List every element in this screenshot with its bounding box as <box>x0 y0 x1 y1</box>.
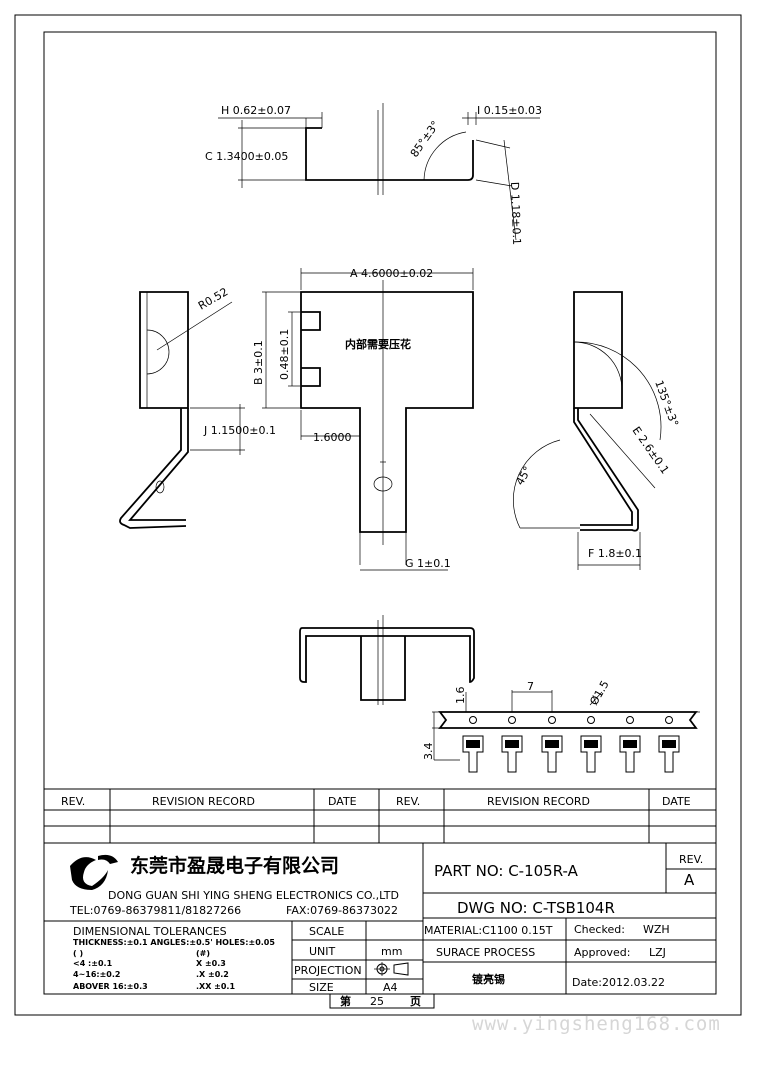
projection-symbol-icon <box>374 962 409 976</box>
pilot-hole <box>587 716 595 724</box>
date-header-2: DATE <box>662 795 691 808</box>
unit-value: mm <box>381 945 402 958</box>
terminal-tab <box>545 740 559 748</box>
company-name-cn: 东莞市盈晟电子有限公司 <box>130 854 339 877</box>
revision-table <box>43 788 717 844</box>
company-fax: FAX:0769-86373022 <box>286 904 398 917</box>
inner-frame <box>43 31 717 995</box>
angle-85-label: 85°±3° <box>408 118 442 159</box>
outer-frame <box>14 14 742 1016</box>
terminal-tab <box>466 740 480 748</box>
angle-135-label: 135°±3° <box>652 379 681 429</box>
unit-label: UNIT <box>309 945 336 958</box>
surface-process-label: SURACE PROCESS <box>436 946 535 959</box>
front-flat-view <box>262 268 474 571</box>
tolerances-col1-head: ( ) <box>73 949 83 958</box>
scale-label: SCALE <box>309 925 344 938</box>
strip-width-label: 3.4 <box>422 743 435 761</box>
tolerances-col2-head: (#) <box>196 949 210 958</box>
tolerance-r2c1: 4~16:±0.2 <box>73 970 120 979</box>
material: MATERIAL:C1100 0.15T <box>424 924 553 937</box>
top-profile-view <box>218 103 540 241</box>
dim-16-label: 1.6000 <box>313 431 352 444</box>
right-side-view <box>513 291 662 570</box>
dim-h-label: H 0.62±0.07 <box>221 104 291 117</box>
rev-label: REV. <box>679 853 703 866</box>
dim-c-label: C 1.3400±0.05 <box>205 150 288 163</box>
pilot-hole <box>626 716 634 724</box>
drawing-number: DWG NO: C-TSB104R <box>457 899 615 917</box>
carrier-strip-view <box>432 690 700 773</box>
rev-header-2: REV. <box>396 795 420 808</box>
pilot-hole <box>508 716 516 724</box>
strip-terminal <box>462 735 484 773</box>
pilot-hole <box>469 716 477 724</box>
dim-j-label: J 1.1500±0.1 <box>203 424 276 437</box>
strip-edge-label: 1.6 <box>454 687 467 705</box>
strip-terminal <box>580 735 602 773</box>
rev-value: A <box>684 871 695 889</box>
terminal-tab <box>662 740 676 748</box>
rev-header-1: REV. <box>61 795 85 808</box>
angle-45-label: 45° <box>513 464 534 487</box>
dim-g-label: G 1±0.1 <box>405 557 451 570</box>
page-suffix: 页 <box>410 995 421 1008</box>
dim-a-label: A 4.6000±0.02 <box>350 267 433 280</box>
terminal-tab <box>505 740 519 748</box>
terminal-tab <box>584 740 598 748</box>
dim-d-label: D 1.18±0.1 <box>508 182 523 246</box>
size-value: A4 <box>383 981 398 994</box>
company-name-en: DONG GUAN SHI YING SHENG ELECTRONICS CO.… <box>108 889 399 902</box>
strip-terminal <box>501 735 523 773</box>
pilot-hole <box>548 716 556 724</box>
tolerances-general: THICKNESS:±0.1 ANGLES:±0.5' HOLES:±0.05 <box>73 938 275 947</box>
dim-i-label: I 0.15±0.03 <box>477 104 542 117</box>
dim-f-label: F 1.8±0.1 <box>588 547 642 560</box>
approved-value: LZJ <box>649 946 666 959</box>
tolerance-r3c2: .XX ±0.1 <box>196 982 235 991</box>
dim-r-label: R0.52 <box>196 285 230 312</box>
checked-value: WZH <box>643 923 670 936</box>
dim-e-label: E 2.6±0.1 <box>630 424 672 476</box>
strip-terminal <box>619 735 641 773</box>
dim-048-label: 0.48±0.1 <box>278 329 291 380</box>
revision-record-header-1: REVISION RECORD <box>152 795 255 808</box>
size-label: SIZE <box>309 981 334 994</box>
company-tel: TEL:0769-86379811/81827266 <box>69 904 241 917</box>
title-block-grid <box>43 842 717 1009</box>
surface-process-value: 镀亮锡 <box>472 972 505 986</box>
bottom-view <box>299 615 475 705</box>
approved-label: Approved: <box>574 946 630 959</box>
checked-label: Checked: <box>574 923 625 936</box>
watermark: www.yingsheng168.com <box>472 1013 721 1035</box>
company-logo <box>70 854 118 890</box>
strip-terminal <box>541 735 563 773</box>
left-side-view <box>119 291 245 529</box>
page-number: 25 <box>370 995 384 1008</box>
tolerances-title: DIMENSIONAL TOLERANCES <box>73 925 227 938</box>
pilot-hole <box>665 716 673 724</box>
drawing-date: Date:2012.03.22 <box>572 976 665 989</box>
knurl-note: 内部需要压花 <box>345 337 411 351</box>
part-number: PART NO: C-105R-A <box>434 862 579 880</box>
dim-b-label: B 3±0.1 <box>252 340 265 385</box>
projection-label: PROJECTION <box>294 964 362 977</box>
tolerance-r2c2: .X ±0.2 <box>196 970 229 979</box>
pitch-label: 7 <box>527 680 534 693</box>
page-prefix: 第 <box>340 994 351 1008</box>
hole-label: Ø1.5 <box>587 678 611 707</box>
tolerance-r3c1: ABOVER 16:±0.3 <box>73 982 148 991</box>
strip-terminal <box>658 735 680 773</box>
tolerance-r1c2: X ±0.3 <box>196 959 226 968</box>
date-header-1: DATE <box>328 795 357 808</box>
revision-record-header-2: REVISION RECORD <box>487 795 590 808</box>
tolerance-r1c1: <4 :±0.1 <box>73 959 113 968</box>
terminal-tab <box>623 740 637 748</box>
